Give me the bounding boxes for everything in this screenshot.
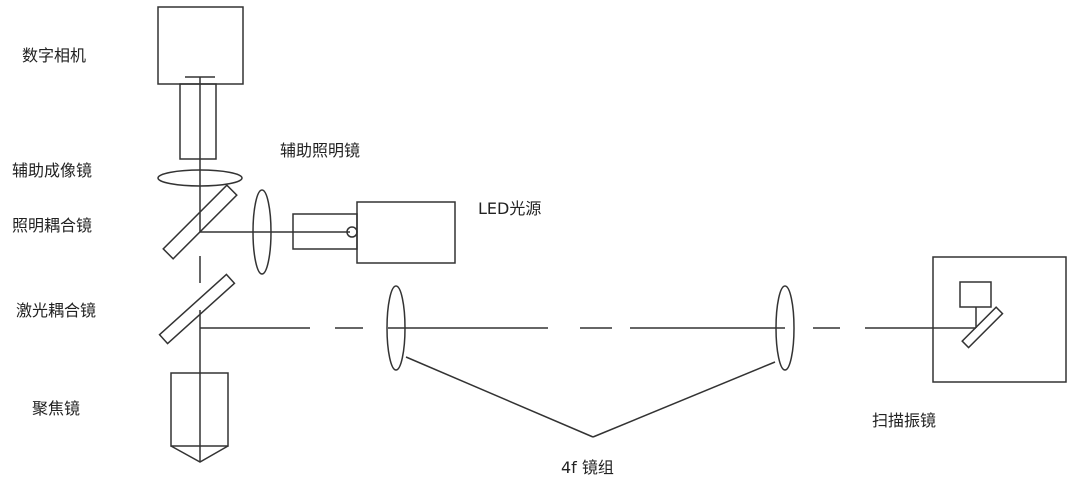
led-source [292, 201, 456, 264]
scanning-galvo [932, 256, 1067, 383]
label-focusing-lens: 聚焦镜 [32, 399, 81, 418]
focusing-objective [170, 372, 229, 463]
4f-lens-2 [775, 285, 795, 371]
4f-lens-1 [386, 285, 406, 371]
label-aux-illumination-lens: 辅助照明镜 [280, 141, 361, 160]
label-4f-lens-group: 4f 镜组 [561, 458, 614, 477]
illumination-coupling-mirror [162, 184, 238, 260]
aux-imaging-lens [157, 169, 243, 187]
label-scanning-galvo: 扫描振镜 [872, 411, 937, 430]
label-aux-imaging-lens: 辅助成像镜 [12, 161, 93, 180]
label-camera: 数字相机 [22, 46, 87, 65]
label-laser-coupling-mirror: 激光耦合镜 [16, 301, 97, 320]
label-illumination-coupling-mirror: 照明耦合镜 [12, 216, 93, 235]
label-led-source: LED光源 [478, 199, 542, 218]
4f-pointer-lines [405, 356, 776, 438]
aux-illumination-lens [252, 189, 272, 275]
laser-coupling-mirror [158, 273, 236, 345]
